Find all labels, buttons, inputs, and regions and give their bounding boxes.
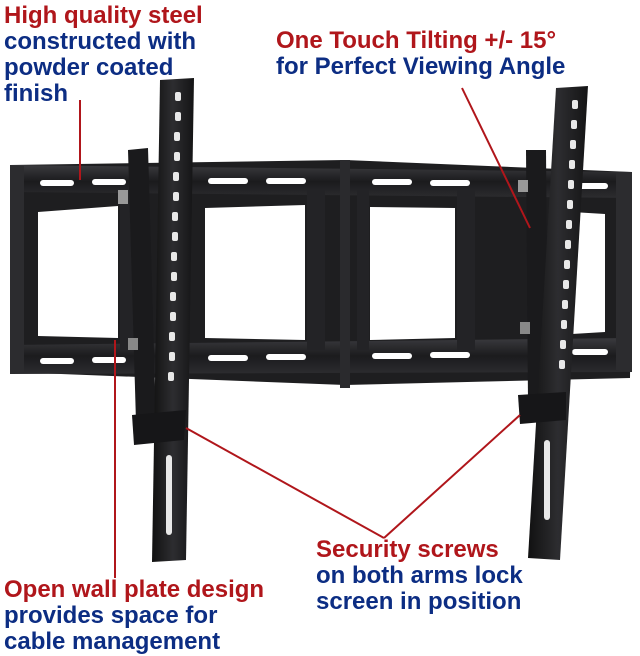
callout-wallplate-line2: provides space for bbox=[4, 602, 218, 629]
callout-steel-line2: constructed with bbox=[4, 28, 197, 55]
callout-tilt-line1: One Touch Tilting +/- 15° bbox=[276, 27, 557, 54]
callout-steel-finish: High quality steel constructed with powd… bbox=[4, 3, 203, 107]
leader-lines bbox=[79, 87, 531, 578]
callout-steel-line1: High quality steel bbox=[4, 2, 203, 29]
callout-open-wall-plate: Open wall plate design provides space fo… bbox=[4, 577, 264, 655]
right-tilt-arm bbox=[518, 86, 588, 560]
callout-screws-line2: on both arms lock bbox=[316, 562, 523, 589]
callout-wallplate-line3: cable management bbox=[4, 628, 221, 655]
callout-tilting: One Touch Tilting +/- 15° for Perfect Vi… bbox=[276, 28, 565, 80]
callout-screws-line3: screen in position bbox=[316, 588, 522, 615]
callout-steel-line4: finish bbox=[4, 80, 68, 107]
left-tilt-arm bbox=[118, 78, 194, 562]
callout-steel-line3: powder coated bbox=[4, 54, 174, 81]
callout-security-screws: Security screws on both arms lock screen… bbox=[316, 537, 523, 615]
callout-wallplate-line1: Open wall plate design bbox=[4, 576, 265, 603]
callout-screws-line1: Security screws bbox=[316, 536, 499, 563]
callout-tilt-line2: for Perfect Viewing Angle bbox=[276, 53, 566, 80]
